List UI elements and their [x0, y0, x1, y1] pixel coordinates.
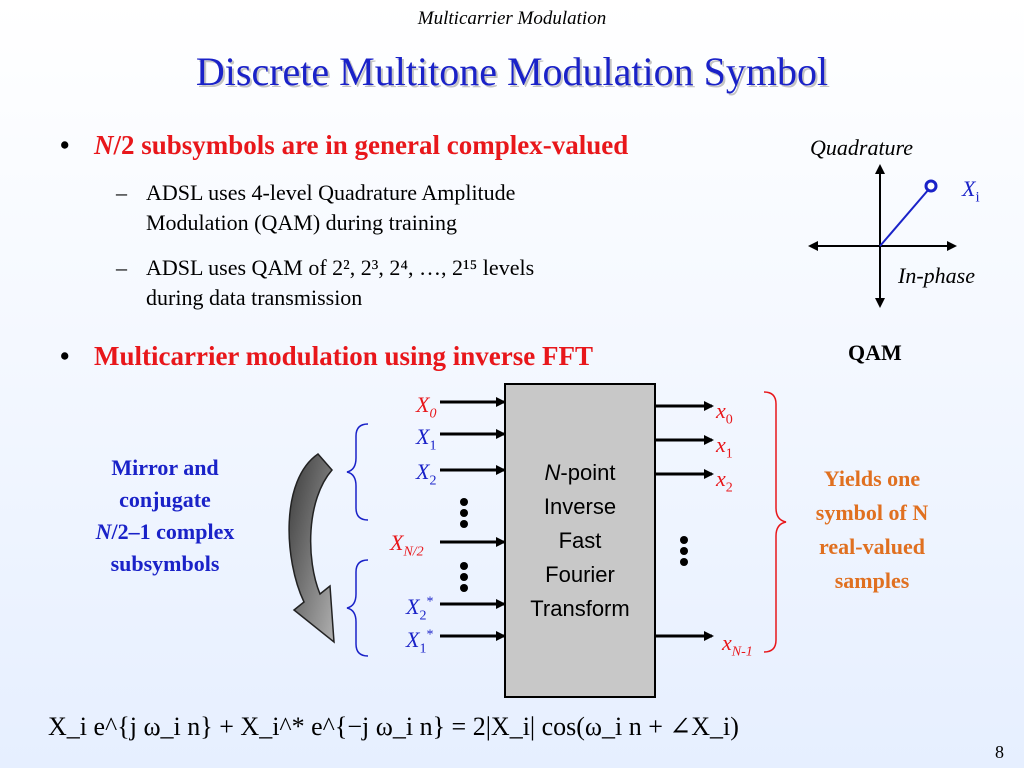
sub-bullet-line: ADSL uses QAM of 2², 2³, 2⁴, …, 2¹⁵ leve…: [146, 255, 535, 280]
sub-bullet-line: Modulation (QAM) during training: [146, 210, 458, 235]
output-x0: x0: [716, 398, 733, 428]
constellation-point: [924, 179, 938, 193]
dash-marker: –: [116, 180, 127, 205]
bullet-marker: •: [60, 341, 70, 371]
slide-title: Discrete Multitone Modulation Symbol: [195, 49, 829, 94]
bullet-inverse-fft: • Multicarrier modulation using inverse F…: [60, 341, 593, 372]
bullet-text: Multicarrier modulation using inverse FF…: [94, 341, 593, 371]
input-x1: X1: [416, 424, 437, 454]
dash-marker: –: [116, 255, 127, 280]
mirror-conjugate-note: Mirror and conjugate N/2–1 complex subsy…: [95, 455, 235, 576]
output-xn1: xN-1: [722, 630, 753, 660]
output-x2: x2: [716, 466, 733, 496]
fft-line-2: Inverse: [543, 493, 617, 519]
ifft-block: N-point Inverse Fast Fourier Transform: [504, 383, 656, 698]
qam-caption: QAM: [848, 340, 902, 365]
inphase-label: In-phase: [898, 263, 975, 288]
sub-bullet-line: during data transmission: [146, 285, 363, 310]
bullet-text: /2 subsymbols are in general complex-val…: [113, 130, 629, 160]
input-x2: X2: [416, 459, 437, 489]
braces: [346, 391, 787, 657]
input-x0: X0: [416, 392, 437, 422]
bullet-marker: •: [60, 130, 70, 160]
input-arrows: [440, 397, 506, 641]
fft-line-4: Fourier: [545, 561, 615, 587]
qam-axes: [808, 164, 957, 308]
quadrature-label: Quadrature: [810, 135, 914, 160]
n-italic: N: [94, 130, 114, 160]
input-xn2: XN/2: [390, 530, 424, 560]
fft-line-5: Transform: [530, 595, 630, 621]
fft-line-1: N-point: [544, 459, 616, 485]
output-x1: x1: [716, 432, 733, 462]
slide-header: Multicarrier Modulation: [417, 8, 607, 29]
sub-bullet-line: ADSL uses 4-level Quadrature Amplitude: [146, 180, 516, 205]
fft-line-3: Fast: [558, 527, 602, 553]
mirror-arrow-icon: [288, 453, 335, 644]
output-arrows: [656, 401, 714, 641]
sub-bullet-data: – ADSL uses QAM of 2², 2³, 2⁴, …, 2¹⁵ le…: [116, 253, 534, 313]
input-x2-conj: X2*: [406, 594, 434, 624]
input-x1-conj: X1*: [406, 627, 434, 657]
xi-label: Xi: [962, 176, 980, 206]
symmetry-formula: X_i e^{j ω_i n} + X_i^* e^{−j ω_i n} = 2…: [48, 712, 739, 741]
page-number: 8: [995, 742, 1004, 762]
bullet-subsymbols: • N/2 subsymbols are in general complex-v…: [60, 130, 628, 161]
sub-bullet-training: – ADSL uses 4-level Quadrature Amplitude…: [116, 178, 515, 238]
ellipsis-dots: [460, 498, 688, 592]
yields-note: Yields one symbol of N real-valued sampl…: [815, 466, 929, 593]
